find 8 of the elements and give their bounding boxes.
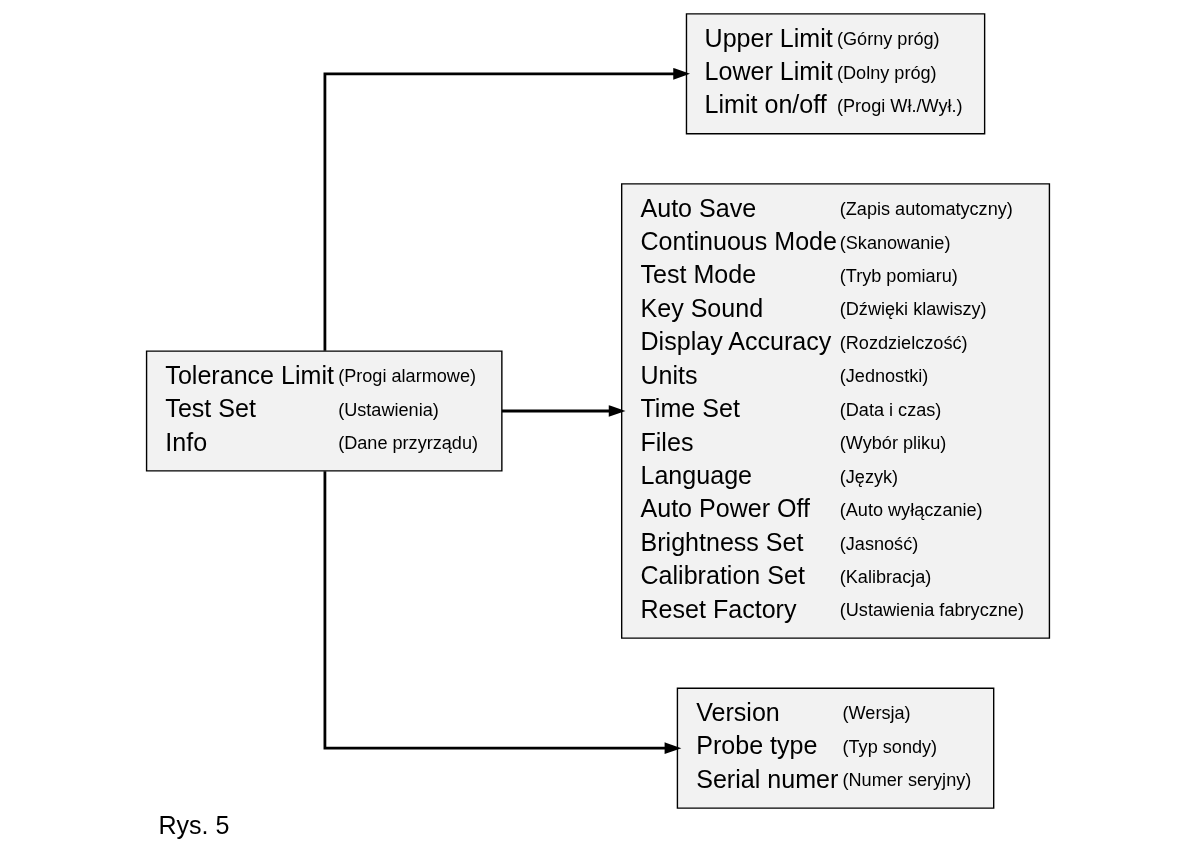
arrow [323,67,690,351]
node-box: Auto Save (Zapis automatyczny) Continuous Mode(Skanowanie) Test Mode (Tryb pomiaru) Key Sound (Dźwięki klawiszy) Display Accuracy (Rozdzielczość) Units (Jednostki) Time Set (Data i czas) Files (Wybór pliku) Language (Język) Auto Power Off (Auto wyłączanie) Brightness Set (Jasność) Calibration Set (Kalibracja) Reset Factory (Ustawienia fabryczne) [620,183,1050,639]
node-box: Tolerance Limit (Progi alarmowe) Test Set (Ustawienia) Info (Dane przyrządu) [145,350,503,472]
node-box: Version (Wersja) Probe type (Typ sondy) Serial numer (Numer seryjny) [676,687,994,809]
arrow [323,471,681,755]
caption: Rys. 5 [157,810,229,839]
node-box: Upper Limit (Górny próg) Lower Limit (Dolny próg) Limit on/off (Progi Wł./Wył.) [685,13,985,135]
arrow [501,405,626,417]
